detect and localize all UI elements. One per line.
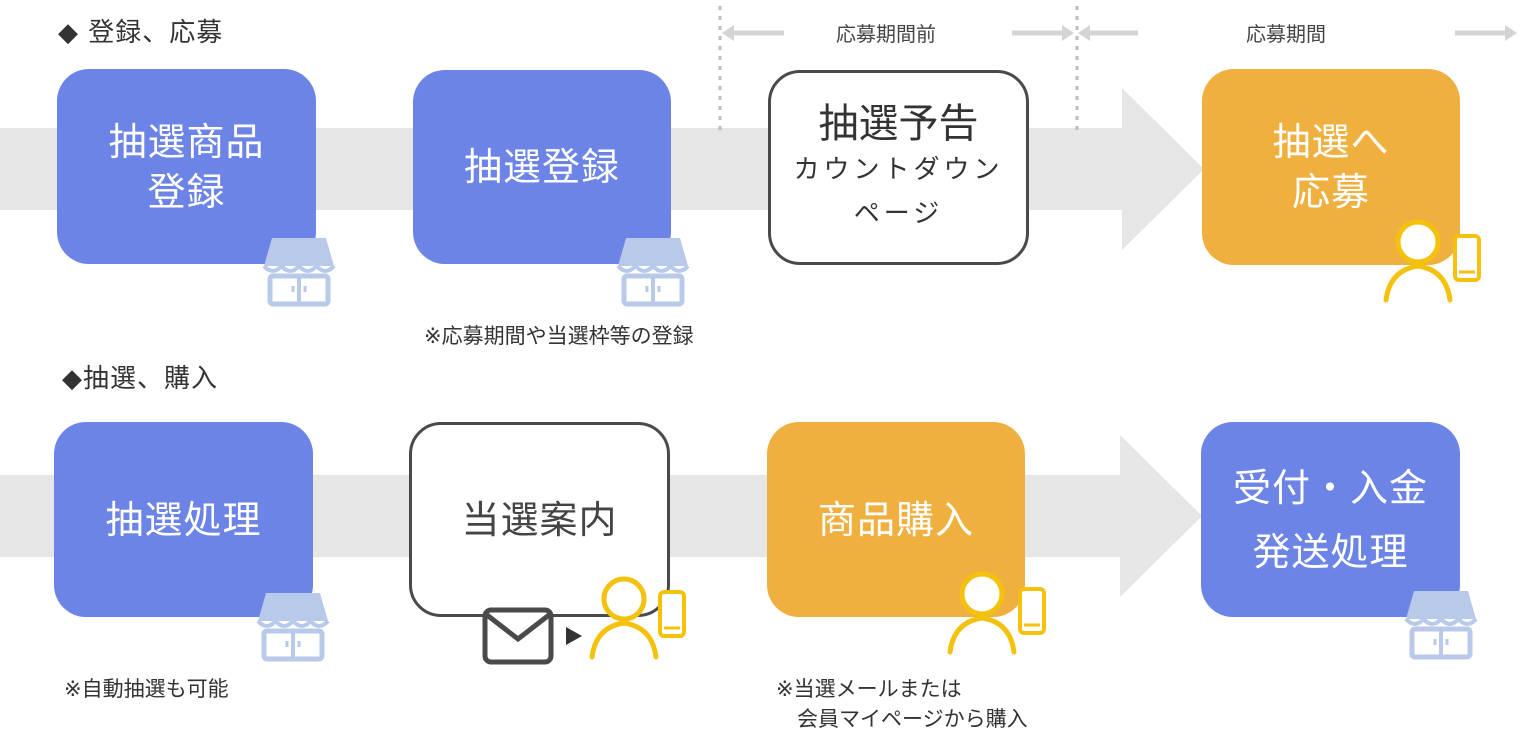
flow-arrowhead-row1 bbox=[1122, 88, 1204, 250]
mail-icon bbox=[482, 607, 554, 665]
step-label-line: 抽選へ bbox=[1272, 120, 1390, 164]
user-icon bbox=[1383, 219, 1453, 303]
period-divider-left bbox=[718, 6, 722, 130]
period-before-label: 応募期間前 bbox=[836, 22, 936, 46]
smartphone-icon bbox=[1018, 587, 1046, 635]
note-purchase-line2: 会員マイページから購入 bbox=[776, 707, 1028, 731]
step-label-line: 当選案内 bbox=[461, 497, 618, 542]
store-icon bbox=[616, 238, 690, 307]
section-title-lottery: ◆抽選、購入 bbox=[62, 364, 218, 394]
step-label-line: 商品購入 bbox=[817, 497, 974, 542]
period-before-left-arrow-icon bbox=[722, 25, 784, 41]
step-lottery-preview: 抽選予告 カウントダウン ページ bbox=[768, 70, 1029, 265]
step-label-line: 抽選商品 bbox=[108, 119, 265, 164]
step-sublabel-line: カウントダウン bbox=[793, 154, 1004, 185]
user-icon bbox=[947, 571, 1017, 655]
note-purchase-line1: ※当選メールまたは bbox=[776, 677, 962, 701]
step-label-line: 発送処理 bbox=[1252, 529, 1409, 574]
period-during-label: 応募期間 bbox=[1246, 22, 1326, 46]
store-icon bbox=[1404, 591, 1478, 660]
flow-arrowhead-row2 bbox=[1120, 435, 1202, 597]
period-during-left-arrow-icon bbox=[1078, 25, 1138, 41]
step-label-line: 抽選登録 bbox=[463, 145, 620, 189]
period-during-right-arrow-icon bbox=[1455, 25, 1517, 41]
period-divider-right bbox=[1075, 6, 1079, 130]
step-label-line: 抽選予告 bbox=[818, 100, 979, 147]
smartphone-icon bbox=[658, 590, 686, 638]
store-icon bbox=[256, 593, 330, 662]
step-sublabel-line: ページ bbox=[853, 198, 944, 229]
step-label-line: 抽選処理 bbox=[105, 497, 262, 542]
section-title-register: ◆ 登録、応募 bbox=[58, 18, 224, 48]
step-fulfillment: 受付・入金 発送処理 bbox=[1201, 422, 1460, 617]
store-icon bbox=[262, 238, 336, 307]
note-register: ※応募期間や当選枠等の登録 bbox=[424, 324, 694, 348]
step-label-line: 応募 bbox=[1291, 170, 1370, 214]
step-label-line: 受付・入金 bbox=[1232, 465, 1428, 510]
note-auto-lottery: ※自動抽選も可能 bbox=[64, 677, 229, 701]
period-before-right-arrow-icon bbox=[1012, 25, 1074, 41]
user-icon bbox=[589, 576, 659, 660]
step-product-register: 抽選商品 登録 bbox=[57, 69, 316, 264]
step-lottery-process: 抽選処理 bbox=[54, 422, 313, 617]
step-label-line: 登録 bbox=[147, 169, 226, 214]
play-arrow-icon bbox=[566, 627, 582, 645]
smartphone-icon bbox=[1453, 234, 1481, 282]
step-lottery-register: 抽選登録 bbox=[413, 70, 671, 264]
